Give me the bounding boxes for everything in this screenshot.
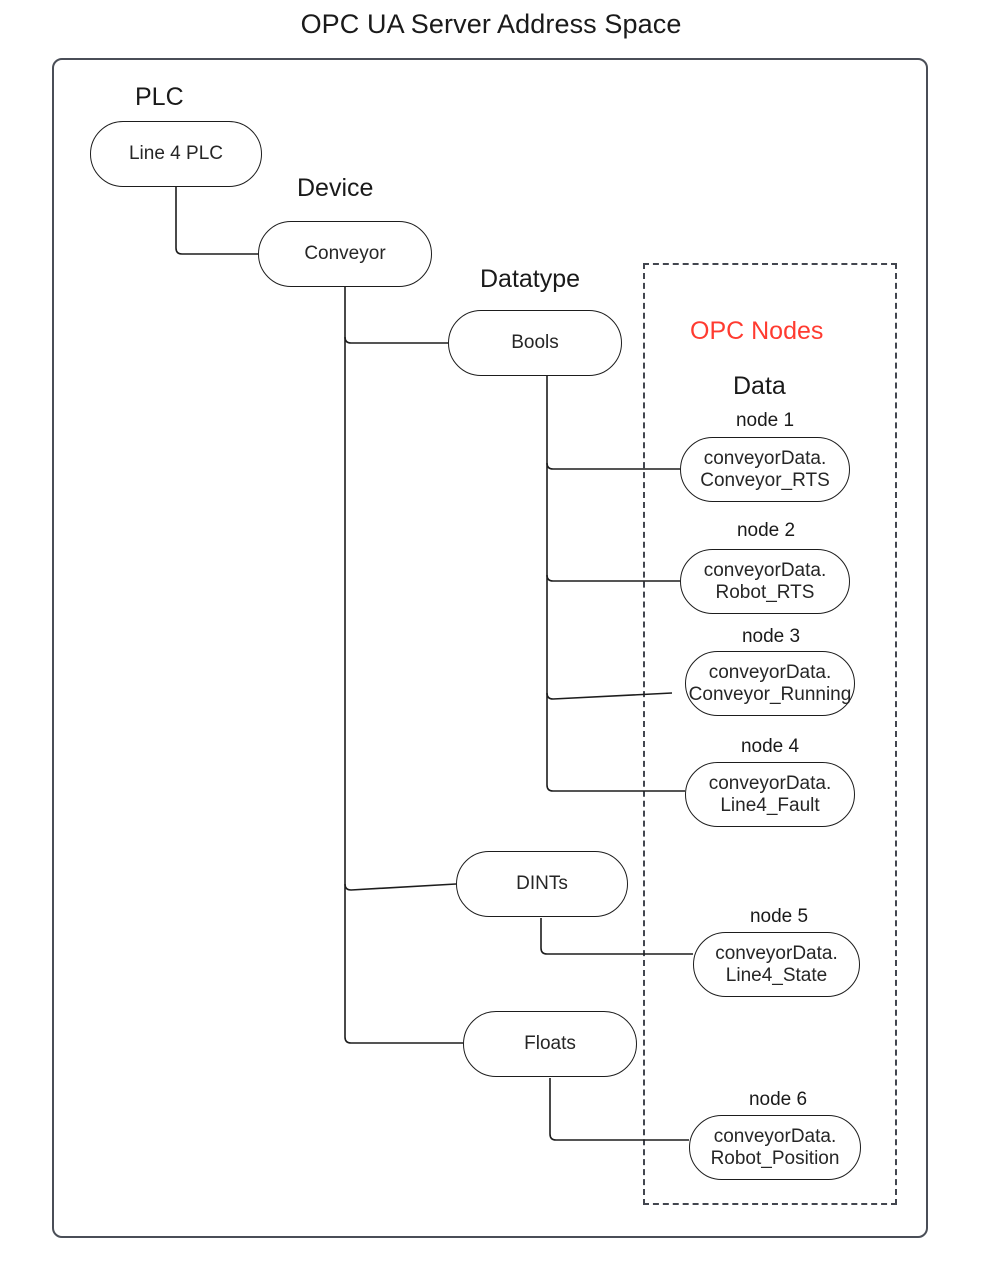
node-datatype-dints[interactable]: DINTs <box>456 851 628 917</box>
address-space-container <box>52 58 928 1238</box>
opc-node-5-line1: conveyorData. <box>715 943 838 965</box>
opc-node-4-line2: Line4_Fault <box>720 794 820 816</box>
caption-node-2: node 2 <box>736 520 796 541</box>
opc-node-4-line1: conveyorData. <box>708 773 832 795</box>
caption-node-6: node 6 <box>748 1089 808 1110</box>
opc-node-1-line2: Conveyor_RTS <box>700 469 830 491</box>
opc-node-3-line1: conveyorData. <box>708 662 832 684</box>
page-title: OPC UA Server Address Space <box>300 9 682 39</box>
caption-device: Device <box>297 174 374 202</box>
caption-node-5: node 5 <box>749 906 809 927</box>
opc-node-5[interactable]: conveyorData. Line4_State <box>693 932 860 997</box>
opc-node-2-line1: conveyorData. <box>703 560 827 582</box>
caption-plc: PLC <box>135 83 184 111</box>
node-datatype-dints-label: DINTs <box>516 873 568 895</box>
opc-node-5-line2: Line4_State <box>725 964 828 986</box>
opc-node-6[interactable]: conveyorData. Robot_Position <box>689 1115 861 1180</box>
caption-node-4: node 4 <box>740 736 800 757</box>
caption-datatype: Datatype <box>480 265 581 293</box>
opc-nodes-group <box>643 263 897 1205</box>
node-datatype-floats[interactable]: Floats <box>463 1011 637 1077</box>
opc-node-2[interactable]: conveyorData. Robot_RTS <box>680 549 850 614</box>
opc-node-3-line2: Conveyor_Running <box>688 683 852 705</box>
caption-node-1: node 1 <box>735 410 795 431</box>
opc-node-1[interactable]: conveyorData. Conveyor_RTS <box>680 437 850 502</box>
opc-node-6-line2: Robot_Position <box>710 1147 840 1169</box>
caption-node-3: node 3 <box>741 626 801 647</box>
caption-data: Data <box>733 372 786 400</box>
opc-node-3[interactable]: conveyorData. Conveyor_Running <box>685 651 855 716</box>
node-datatype-bools-label: Bools <box>511 332 559 354</box>
node-datatype-floats-label: Floats <box>524 1033 576 1055</box>
opc-node-4[interactable]: conveyorData. Line4_Fault <box>685 762 855 827</box>
node-plc[interactable]: Line 4 PLC <box>90 121 262 187</box>
opc-node-2-line2: Robot_RTS <box>715 581 815 603</box>
node-datatype-bools[interactable]: Bools <box>448 310 622 376</box>
caption-opc-nodes: OPC Nodes <box>690 317 824 345</box>
node-plc-label: Line 4 PLC <box>128 143 223 165</box>
opc-node-1-line1: conveyorData. <box>703 448 827 470</box>
node-device-conveyor[interactable]: Conveyor <box>258 221 432 287</box>
node-device-label: Conveyor <box>304 243 386 265</box>
opc-node-6-line1: conveyorData. <box>713 1126 837 1148</box>
